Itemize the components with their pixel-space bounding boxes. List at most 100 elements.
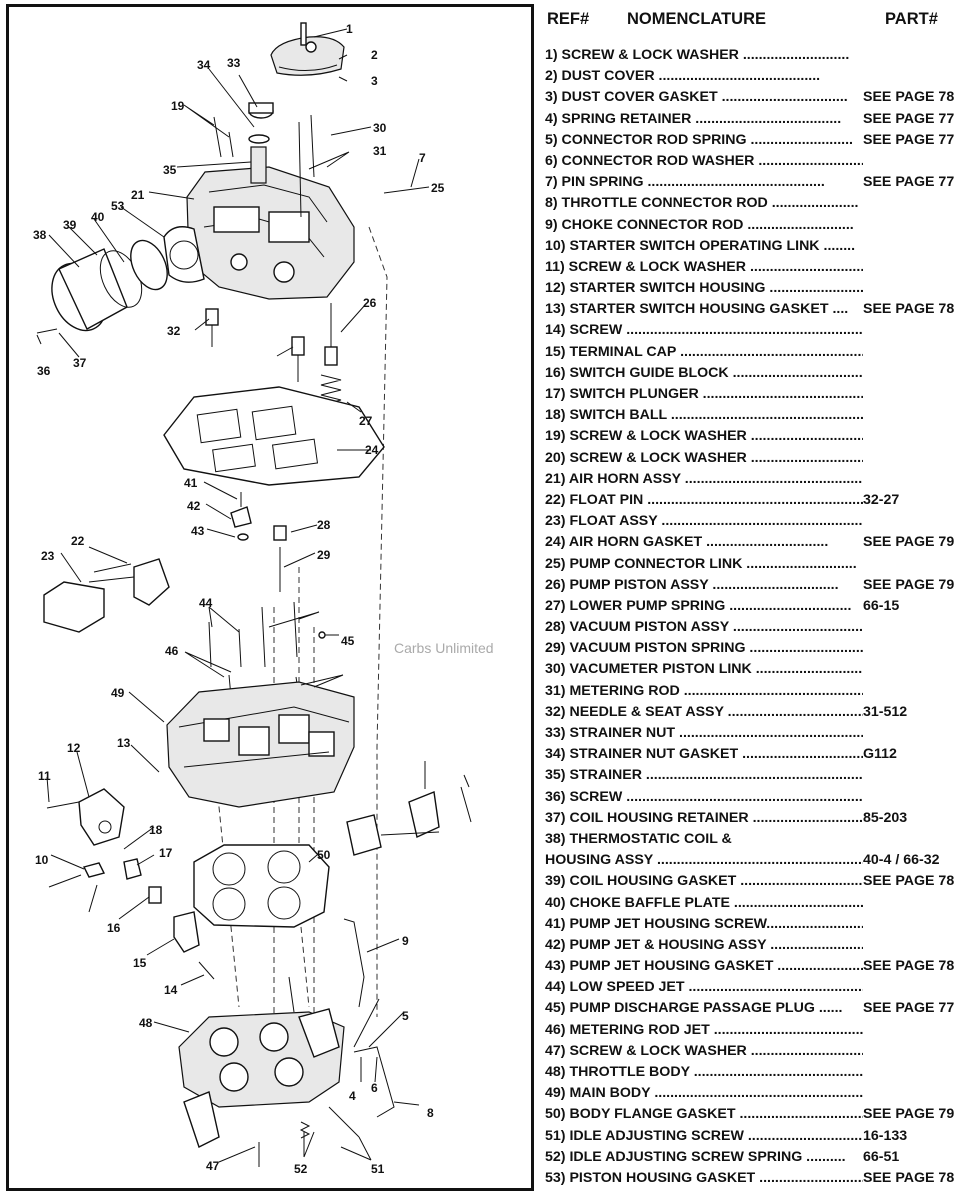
part-name: 45) PUMP DISCHARGE PASSAGE PLUG ...... [545, 1000, 843, 1017]
parts-list-row: 48) THROTTLE BODY ......................… [545, 1062, 970, 1083]
part-name: 16) SWITCH GUIDE BLOCK .................… [545, 364, 863, 381]
part-number: 85-203 [863, 809, 908, 826]
part-number [863, 278, 970, 299]
part-number: G112 [863, 746, 897, 763]
parts-list-rows: 1) SCREW & LOCK WASHER .................… [545, 45, 970, 1189]
part-number [863, 787, 970, 808]
air-horn-assembly [163, 166, 355, 300]
callout-4: 4 [349, 1089, 356, 1103]
part-name: 39) COIL HOUSING GASKET ................… [545, 873, 863, 890]
parts-list-row: 44) LOW SPEED JET ......................… [545, 977, 970, 998]
callout-50: 50 [317, 848, 331, 862]
part-name: 23) FLOAT ASSY .........................… [545, 513, 863, 530]
part-number: SEE PAGE 79 [863, 1106, 955, 1123]
part-name: HOUSING ASSY ...........................… [545, 852, 863, 869]
part-number [863, 829, 970, 850]
part-number [863, 384, 970, 405]
watermark: Carbs Unlimited [394, 640, 494, 656]
part-name: 43) PUMP JET HOUSING GASKET ............… [545, 958, 863, 975]
air-horn-gasket [163, 386, 385, 486]
part-name: 21) AIR HORN ASSY ......................… [545, 470, 863, 487]
callout-47: 47 [206, 1159, 220, 1173]
part-number [863, 1020, 970, 1041]
part-name: 3) DUST COVER GASKET ...................… [545, 89, 848, 106]
part-name: 30) VACUMETER PISTON LINK ..............… [545, 661, 863, 678]
part-number: SEE PAGE 78 [863, 89, 955, 106]
part-number [863, 363, 970, 384]
callout-1: 1 [346, 22, 353, 36]
part-name: 15) TERMINAL CAP .......................… [545, 343, 863, 360]
throttle-body [178, 1008, 360, 1167]
parts-list-row: 17) SWITCH PLUNGER .....................… [545, 384, 970, 405]
callout-29: 29 [317, 548, 331, 562]
parts-list-row: 25) PUMP CONNECTOR LINK ................… [545, 554, 970, 575]
callout-3: 3 [371, 74, 378, 88]
parts-list-row: 37) COIL HOUSING RETAINER ..............… [545, 808, 970, 829]
callout-labels: 1 2 3 4 5 6 7 8 9 10 11 12 13 14 15 16 1… [33, 22, 445, 1176]
part-name: 36) SCREW ..............................… [545, 788, 863, 805]
parts-list-row: 16) SWITCH GUIDE BLOCK .................… [545, 363, 970, 384]
part-number: SEE PAGE 77 [863, 110, 955, 127]
part-number: SEE PAGE 77 [863, 1000, 955, 1017]
part-number: 66-51 [863, 1148, 900, 1165]
parts-list-row: 20) SCREW & LOCK WASHER ................… [545, 448, 970, 469]
parts-list-row: 18) SWITCH BALL ........................… [545, 405, 970, 426]
parts-list-row: 8) THROTTLE CONNECTOR ROD ..............… [545, 193, 970, 214]
part-name: 17) SWITCH PLUNGER .....................… [545, 386, 863, 402]
part-number: SEE PAGE 79 [863, 576, 955, 593]
carburetor-exploded-diagram: Carbs Unlimited 1 2 3 4 5 6 7 8 9 10 11 … [33, 22, 494, 1176]
part-name: 53) PISTON HOUSING GASKET ..............… [545, 1169, 863, 1186]
strainer-nut [248, 102, 274, 184]
part-name: 2) DUST COVER ..........................… [545, 68, 821, 85]
parts-list-row: 9) CHOKE CONNECTOR ROD .................… [545, 215, 970, 236]
part-number: SEE PAGE 78 [863, 873, 955, 890]
parts-list-row: 4) SPRING RETAINER .....................… [545, 109, 970, 130]
starter-switch [46, 788, 215, 980]
part-number [863, 1062, 970, 1083]
part-name: 9) CHOKE CONNECTOR ROD .................… [545, 216, 854, 233]
part-number: 31-512 [863, 703, 908, 720]
part-number [863, 1083, 970, 1104]
part-name: 24) AIR HORN GASKET ....................… [545, 534, 829, 551]
part-number [863, 977, 970, 998]
parts-list-row: 38) THERMOSTATIC COIL & [545, 829, 970, 850]
part-number [863, 215, 970, 236]
part-number [863, 1041, 970, 1062]
part-name: 44) LOW SPEED JET ......................… [545, 979, 863, 996]
part-number [863, 151, 970, 172]
parts-list-row: 45) PUMP DISCHARGE PASSAGE PLUG ...... SE… [545, 998, 970, 1019]
parts-list-row: 43) PUMP JET HOUSING GASKET ............… [545, 956, 970, 977]
callout-34: 34 [197, 58, 211, 72]
parts-list-row: 10) STARTER SWITCH OPERATING LINK ......… [545, 236, 970, 257]
part-name: 5) CONNECTOR ROD SPRING ................… [545, 131, 853, 148]
part-number [863, 405, 970, 426]
callout-12: 12 [67, 741, 81, 755]
part-number: 16-133 [863, 1127, 908, 1144]
pump-piston [320, 303, 342, 411]
part-number [863, 448, 970, 469]
parts-list-row: 26) PUMP PISTON ASSY ...................… [545, 575, 970, 596]
callout-24: 24 [365, 443, 379, 457]
part-number [863, 914, 970, 935]
part-name: 26) PUMP PISTON ASSY ...................… [545, 576, 839, 593]
parts-list-row: 22) FLOAT PIN ..........................… [545, 490, 970, 511]
part-name: 12) STARTER SWITCH HOUSING .............… [545, 280, 863, 297]
parts-list-row: 23) FLOAT ASSY .........................… [545, 511, 970, 532]
parts-list-row: 31) METERING ROD .......................… [545, 681, 970, 702]
part-number: 66-15 [863, 597, 900, 614]
parts-list-row: 53) PISTON HOUSING GASKET ..............… [545, 1168, 970, 1189]
parts-list-row: 42) PUMP JET & HOUSING ASSY ............… [545, 935, 970, 956]
callout-8: 8 [427, 1106, 434, 1120]
part-number [863, 469, 970, 490]
callout-10: 10 [35, 853, 49, 867]
small-screws [36, 114, 315, 382]
part-name: 28) VACUUM PISTON ASSY .................… [545, 619, 863, 636]
callout-19: 19 [171, 99, 185, 113]
parts-list-row: 49) MAIN BODY ..........................… [545, 1083, 970, 1104]
part-number: 32-27 [863, 491, 900, 508]
part-name: 41) PUMP JET HOUSING SCREW..............… [545, 915, 863, 932]
float-assembly-upper [43, 558, 170, 633]
part-name: 33) STRAINER NUT .......................… [545, 725, 863, 741]
part-number: SEE PAGE 78 [863, 1169, 955, 1186]
callout-49: 49 [111, 686, 125, 700]
